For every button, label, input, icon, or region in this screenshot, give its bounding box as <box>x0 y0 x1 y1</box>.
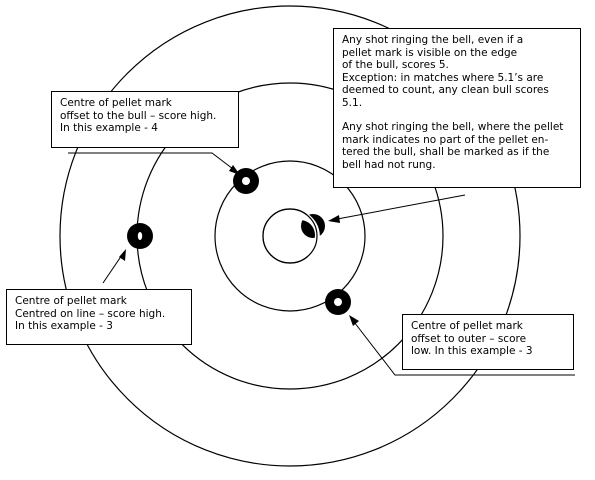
note-bell-p2-line-3: tered the bull, shall be marked as if th… <box>342 146 550 158</box>
note-bell-p1-line-3: of the bull, scores 5. <box>342 59 449 71</box>
note-bell-p1-line-5: deemed to count, any clean bull scores <box>342 84 549 96</box>
note-bell: Any shot ringing the bell, even if a pel… <box>333 28 581 188</box>
note-on-line: Centre of pellet mark Centred on line – … <box>6 289 192 345</box>
note-bell-p1-line-4: Exception: in matches where 5.1’s are <box>342 71 544 84</box>
note-bull-offset-line-3: In this example - 4 <box>60 122 158 134</box>
ring-outer <box>59 5 521 467</box>
note-bull-offset-line-1: Centre of pellet mark <box>60 97 172 109</box>
arrowhead-on-line <box>119 249 126 261</box>
ring-inner <box>214 160 366 312</box>
leader-bull-offset <box>68 152 238 173</box>
arrow-heads <box>119 165 359 326</box>
note-outer-offset-line-1: Centre of pellet mark <box>411 320 523 332</box>
note-bell-p1-line-6: 5.1. <box>342 96 363 109</box>
note-bull-offset-line-2: offset to the bull – score high. <box>60 109 217 122</box>
note-bell-p1-line-2: pellet mark is visible on the edge <box>342 46 518 59</box>
leader-bell <box>331 194 466 221</box>
pellet-mark-on-line <box>127 223 153 249</box>
note-on-line-line-1: Centre of pellet mark <box>15 295 127 307</box>
arrowhead-bell <box>328 215 340 223</box>
arrowhead-bull-offset <box>229 165 240 175</box>
note-outer-offset-line-3: low. In this example - 3 <box>411 345 533 357</box>
note-bell-p1-line-1: Any shot ringing the bell, even if a <box>342 34 524 46</box>
note-bell-p2-line-1: Any shot ringing the bell, where the pel… <box>342 121 564 133</box>
note-outer-offset-line-2: offset to outer – score <box>411 332 527 345</box>
pellet-mark-bell <box>262 208 325 264</box>
note-on-line-line-3: In this example - 3 <box>15 320 113 332</box>
pellet-mark-outer-offset <box>325 289 351 315</box>
note-outer-offset: Centre of pellet mark offset to outer – … <box>402 314 574 370</box>
arrowhead-outer-offset <box>349 315 359 326</box>
note-bull-offset: Centre of pellet mark offset to the bull… <box>51 91 239 148</box>
leader-outer-offset <box>350 317 575 376</box>
note-bell-p2-line-4: bell had not rung. <box>342 158 436 171</box>
note-bell-p2-line-2: mark indicates no part of the pellet en- <box>342 133 549 146</box>
note-on-line-line-2: Centred on line – score high. <box>15 307 166 320</box>
